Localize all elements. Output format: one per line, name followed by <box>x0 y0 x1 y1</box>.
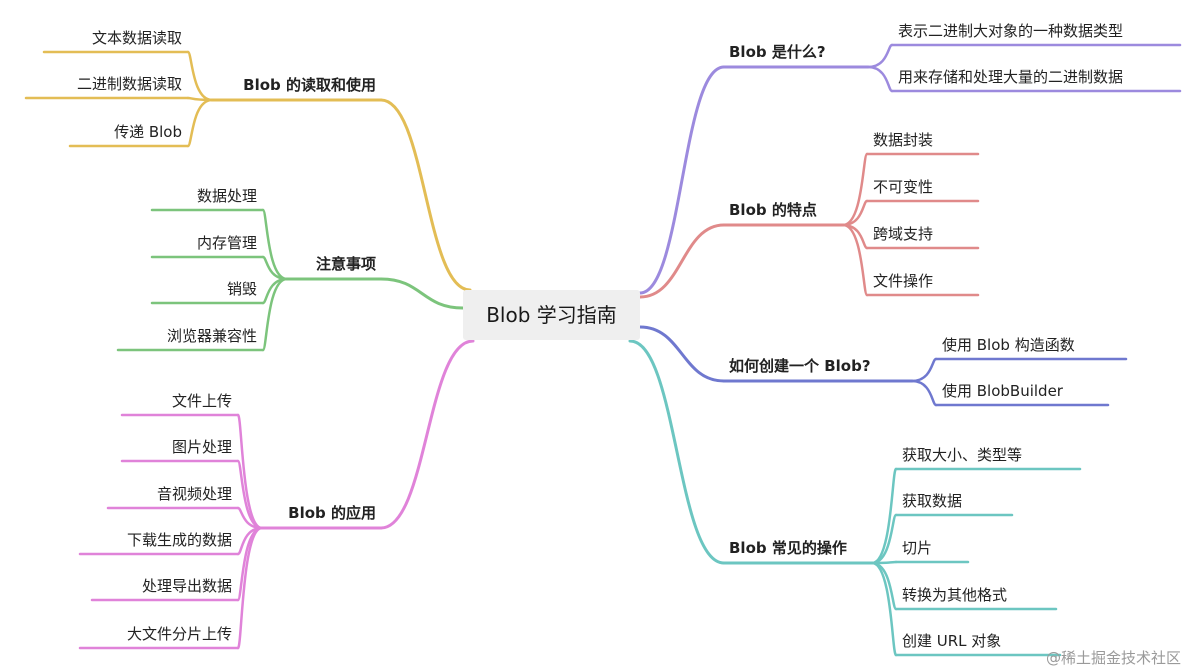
child-label-what-1[interactable]: 用来存储和处理大量的二进制数据 <box>898 68 1123 86</box>
central-topic-label: Blob 学习指南 <box>486 303 617 327</box>
watermark: @稀土掘金技术社区 <box>1045 649 1181 667</box>
child-label-features-2[interactable]: 跨域支持 <box>873 225 933 243</box>
child-label-ops-4[interactable]: 创建 URL 对象 <box>902 632 1001 650</box>
child-label-read-1[interactable]: 二进制数据读取 <box>77 75 182 93</box>
link-ops <box>628 339 726 565</box>
link-create <box>638 325 726 383</box>
child-label-ops-3[interactable]: 转换为其他格式 <box>902 586 1007 604</box>
branch-label-ops[interactable]: Blob 常见的操作 <box>729 539 847 557</box>
child-label-features-0[interactable]: 数据封装 <box>873 131 933 149</box>
child-label-apps-4[interactable]: 处理导出数据 <box>142 577 232 595</box>
child-label-apps-0[interactable]: 文件上传 <box>172 392 232 410</box>
child-label-what-0[interactable]: 表示二进制大对象的一种数据类型 <box>898 22 1123 40</box>
child-label-ops-1[interactable]: 获取数据 <box>902 492 962 510</box>
child-label-read-2[interactable]: 传递 Blob <box>114 123 182 141</box>
child-link-apps-1 <box>236 459 264 530</box>
child-label-apps-1[interactable]: 图片处理 <box>172 438 232 456</box>
mindmap-links <box>24 43 1182 657</box>
child-label-ops-0[interactable]: 获取大小、类型等 <box>902 446 1022 464</box>
mindmap-nodes: Blob 学习指南 Blob 是什么? 表示二进制大对象的一种数据类型用来存储和处理… <box>77 22 1123 650</box>
child-link-what-1 <box>866 65 894 93</box>
branch-label-what[interactable]: Blob 是什么? <box>729 43 826 61</box>
link-read <box>379 98 472 292</box>
child-link-ops-1 <box>870 513 898 565</box>
child-link-notes-3 <box>261 277 289 352</box>
branch-label-features[interactable]: Blob 的特点 <box>729 201 817 219</box>
link-notes <box>379 277 465 310</box>
child-label-notes-3[interactable]: 浏览器兼容性 <box>167 327 257 345</box>
child-label-features-3[interactable]: 文件操作 <box>873 272 933 290</box>
child-link-create-0 <box>910 357 938 383</box>
child-label-notes-1[interactable]: 内存管理 <box>197 234 257 252</box>
child-label-notes-0[interactable]: 数据处理 <box>197 187 257 205</box>
branch-label-read[interactable]: Blob 的读取和使用 <box>243 76 376 94</box>
child-link-features-3 <box>841 223 869 297</box>
child-label-read-0[interactable]: 文本数据读取 <box>92 29 182 47</box>
child-link-features-0 <box>841 152 869 227</box>
child-link-apps-0 <box>236 413 264 530</box>
child-link-read-2 <box>186 98 214 148</box>
branch-label-apps[interactable]: Blob 的应用 <box>288 504 376 522</box>
child-label-create-0[interactable]: 使用 Blob 构造函数 <box>942 336 1075 354</box>
branch-label-create[interactable]: 如何创建一个 Blob? <box>729 357 871 375</box>
link-apps <box>379 339 475 530</box>
child-link-ops-4 <box>870 561 898 657</box>
central-topic-box[interactable] <box>463 290 640 340</box>
child-link-what-0 <box>866 43 894 69</box>
child-link-read-0 <box>186 50 214 102</box>
child-link-apps-4 <box>236 526 264 602</box>
child-label-apps-3[interactable]: 下载生成的数据 <box>127 531 232 549</box>
child-label-notes-2[interactable]: 销毁 <box>227 280 257 298</box>
child-label-ops-2[interactable]: 切片 <box>902 539 932 557</box>
child-label-create-1[interactable]: 使用 BlobBuilder <box>942 382 1064 400</box>
child-label-apps-5[interactable]: 大文件分片上传 <box>127 625 232 643</box>
branch-label-notes[interactable]: 注意事项 <box>316 255 376 273</box>
child-link-ops-3 <box>870 561 898 611</box>
child-link-notes-0 <box>261 208 289 281</box>
child-label-features-1[interactable]: 不可变性 <box>873 178 933 196</box>
child-link-ops-0 <box>870 467 898 565</box>
child-link-create-1 <box>910 379 938 407</box>
link-features <box>638 223 726 299</box>
child-link-apps-5 <box>236 526 264 650</box>
child-label-apps-2[interactable]: 音视频处理 <box>157 485 232 503</box>
link-what <box>638 65 726 295</box>
